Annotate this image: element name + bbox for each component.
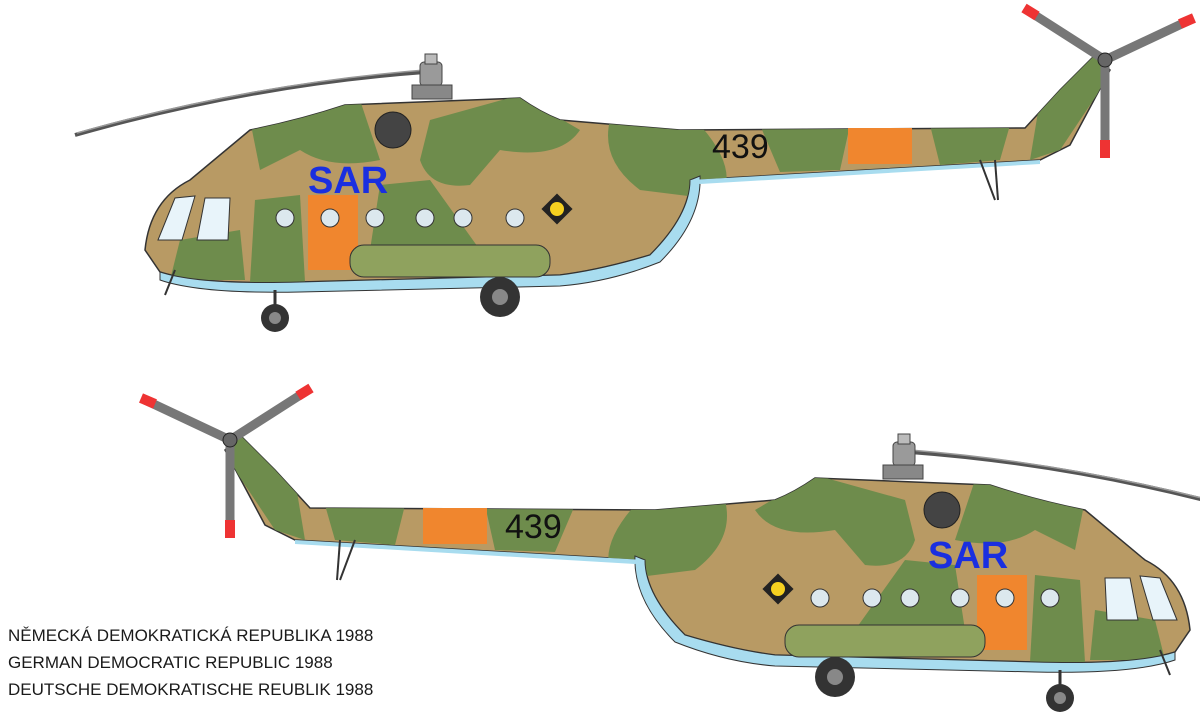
caption-czech: NĚMECKÁ DEMOKRATICKÁ REPUBLIKA 1988 xyxy=(8,626,374,645)
caption-english: GERMAN DEMOCRATIC REPUBLIC 1988 xyxy=(8,653,333,672)
serial-number: 439 xyxy=(505,508,562,546)
serial-number: 439 xyxy=(712,128,769,166)
caption-german: DEUTSCHE DEMOKRATISCHE REUBLIK 1988 xyxy=(8,680,374,699)
helicopter-top xyxy=(75,8,1194,332)
sar-marking: SAR xyxy=(928,535,1008,577)
sar-marking: SAR xyxy=(308,160,388,202)
